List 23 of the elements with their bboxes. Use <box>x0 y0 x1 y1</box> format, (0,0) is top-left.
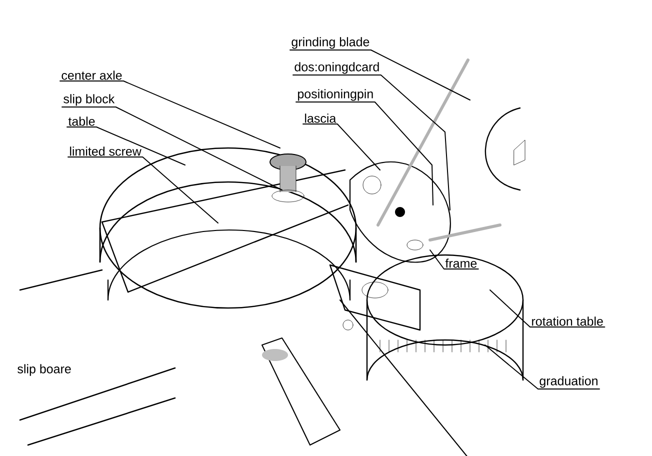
callout-label: center axle <box>62 70 122 80</box>
callout-label: slip block <box>64 94 115 106</box>
leader-line <box>484 344 600 390</box>
callout-label: frame <box>445 258 477 268</box>
callout-label: dos:oningdcard <box>294 62 379 74</box>
leader-line <box>290 50 470 100</box>
callout-label: graduation <box>540 376 598 388</box>
callout-label: grinding blade <box>292 37 370 49</box>
leader-line <box>68 156 218 224</box>
leader-line <box>292 74 450 210</box>
callout-label: positioningpin <box>298 89 373 101</box>
callout-label: rotation table <box>532 316 603 326</box>
leader-line <box>66 126 186 166</box>
callout-label: lascia <box>305 114 336 123</box>
leader-line <box>490 290 606 328</box>
callout-label: table <box>68 116 95 126</box>
part-label: slip boare <box>18 364 71 376</box>
callout-label: limited screw <box>70 146 142 156</box>
leader-line <box>296 102 434 206</box>
leader-line <box>302 124 380 170</box>
leader-line <box>62 106 282 190</box>
leader-line <box>60 80 280 148</box>
leader-line <box>430 250 479 270</box>
